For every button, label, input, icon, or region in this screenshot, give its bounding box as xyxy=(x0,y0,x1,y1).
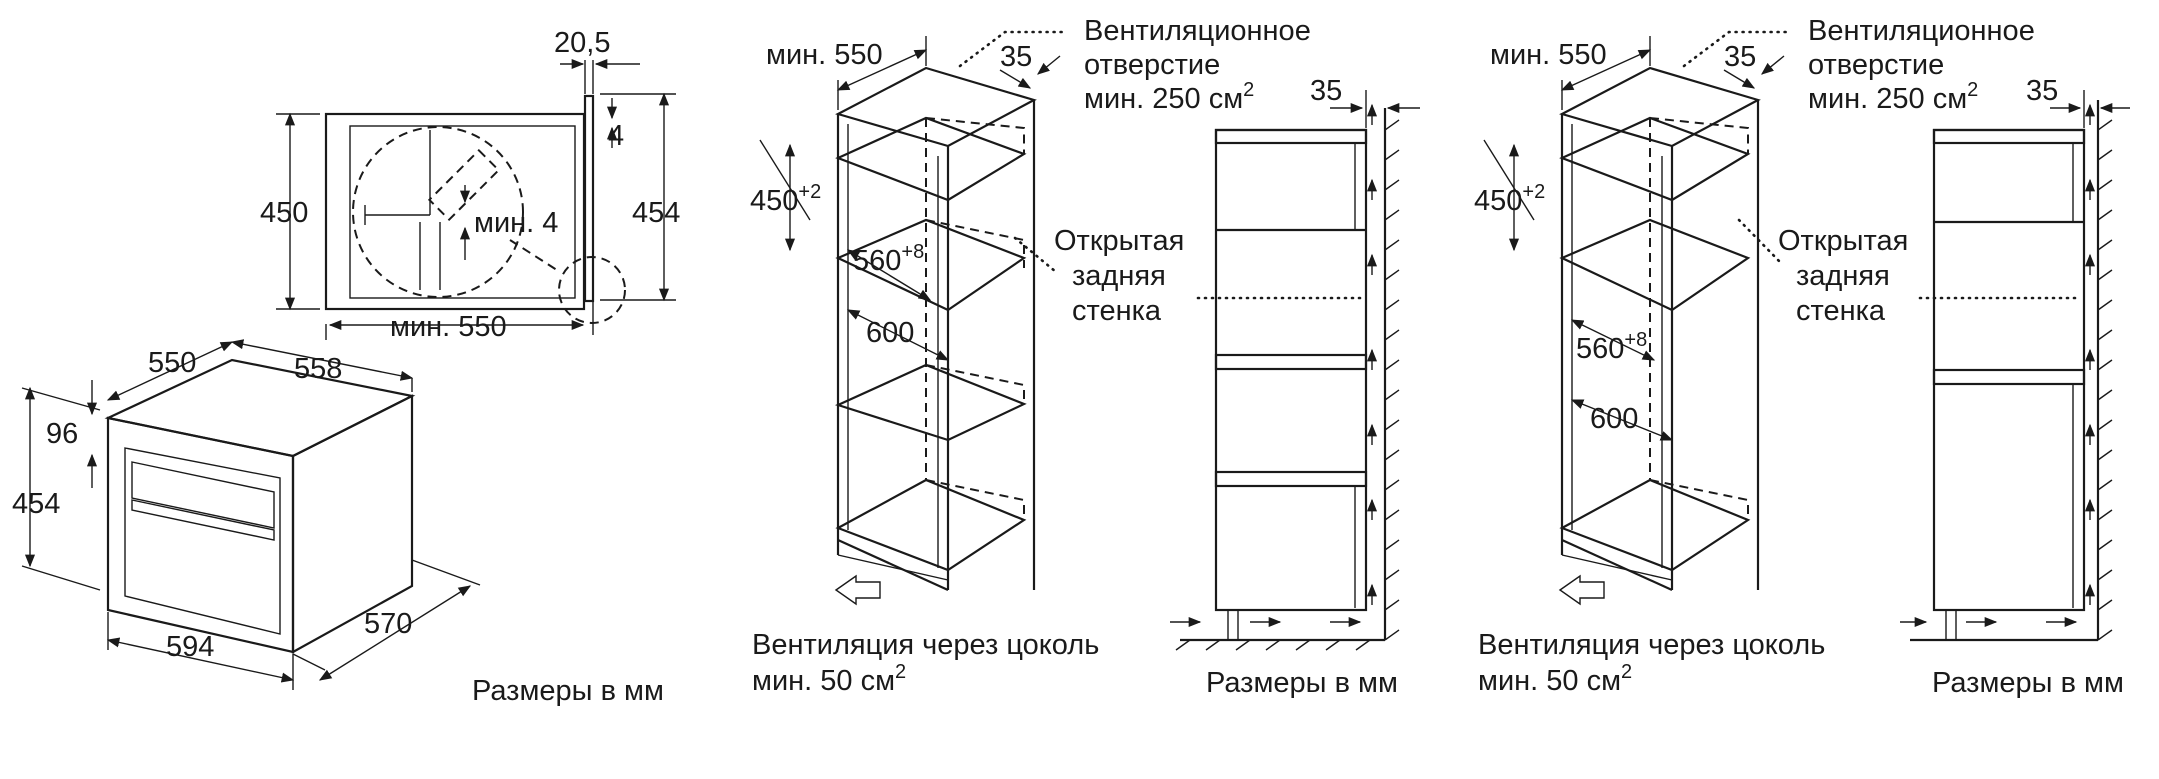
cab2-open-line1: Открытая xyxy=(1778,225,1908,257)
oven-dim-594: 594 xyxy=(166,631,214,663)
cabinet2-side-view xyxy=(1900,90,2130,642)
oven-dim-570: 570 xyxy=(364,608,412,640)
cabinet-panel-2: мин. 550 35 Вентиляционное отверстие мин… xyxy=(1474,15,2130,699)
cab1-vent-line2: отверстие xyxy=(1084,49,1220,81)
cab1-dim-450: 450+2 xyxy=(750,181,821,217)
oven-side-section xyxy=(276,58,676,340)
cab1-units-note: Размеры в мм xyxy=(1206,667,1398,699)
oven-dim-min4: мин. 4 xyxy=(474,207,558,239)
cab2-open-line2: задняя xyxy=(1796,260,1890,292)
cab1-dim-35-side: 35 xyxy=(1310,75,1342,107)
cab2-dim-600: 600 xyxy=(1590,403,1638,435)
oven-dim-96: 96 xyxy=(46,418,78,450)
cab2-vent-line2: отверстие xyxy=(1808,49,1944,81)
cabinet2-isometric xyxy=(1483,30,1791,606)
oven-dim-454-front: 454 xyxy=(12,488,60,520)
cab1-dim-600: 600 xyxy=(866,317,914,349)
cabinet1-side-view xyxy=(1170,90,1420,651)
cab1-min550: мин. 550 xyxy=(766,39,883,71)
oven-dim-550: 550 xyxy=(148,347,196,379)
cab1-dim-560: 560+8 xyxy=(853,241,924,277)
cab2-dim-35-top: 35 xyxy=(1724,41,1756,73)
cab1-plinth-line1: Вентиляция через цоколь xyxy=(752,629,1099,661)
cab1-open-line2: задняя xyxy=(1072,260,1166,292)
cab2-plinth-line2: мин. 50 см2 xyxy=(1478,661,1632,697)
cabinet1-isometric xyxy=(759,30,1067,606)
oven-panel: 20,5 4 450 454 мин. 4 мин. 550 550 558 9… xyxy=(12,27,680,707)
cab2-vent-line3: мин. 250 см2 xyxy=(1808,79,1978,115)
oven-dim-450: 450 xyxy=(260,197,308,229)
cab2-units-note: Размеры в мм xyxy=(1932,667,2124,699)
cab1-vent-line1: Вентиляционное xyxy=(1084,15,1311,47)
oven-isometric xyxy=(21,339,481,690)
oven-dim-558: 558 xyxy=(294,353,342,385)
oven-units-note: Размеры в мм xyxy=(472,675,664,707)
cab1-open-line1: Открытая xyxy=(1054,225,1184,257)
oven-dim-4: 4 xyxy=(608,120,624,152)
cabinet-panel-1: мин. 550 35 Вентиляционное отверстие мин… xyxy=(750,15,1420,699)
cab2-dim-35-side: 35 xyxy=(2026,75,2058,107)
cab2-vent-line1: Вентиляционное xyxy=(1808,15,2035,47)
cabinet2-wall-hatch xyxy=(2097,119,2113,641)
cab2-dim-450: 450+2 xyxy=(1474,181,1545,217)
cab1-vent-line3: мин. 250 см2 xyxy=(1084,79,1254,115)
cabinet1-wall-hatch xyxy=(1175,119,1400,651)
cab2-dim-560: 560+8 xyxy=(1576,329,1647,365)
oven-dim-454-side: 454 xyxy=(632,197,680,229)
cab2-min550: мин. 550 xyxy=(1490,39,1607,71)
oven-dim-20-5: 20,5 xyxy=(554,27,610,59)
cab2-plinth-line1: Вентиляция через цоколь xyxy=(1478,629,1825,661)
cab1-open-line3: стенка xyxy=(1072,295,1162,327)
cab1-plinth-line2: мин. 50 см2 xyxy=(752,661,906,697)
oven-dim-min550: мин. 550 xyxy=(390,311,507,343)
cab1-dim-35-top: 35 xyxy=(1000,41,1032,73)
cab2-open-line3: стенка xyxy=(1796,295,1886,327)
